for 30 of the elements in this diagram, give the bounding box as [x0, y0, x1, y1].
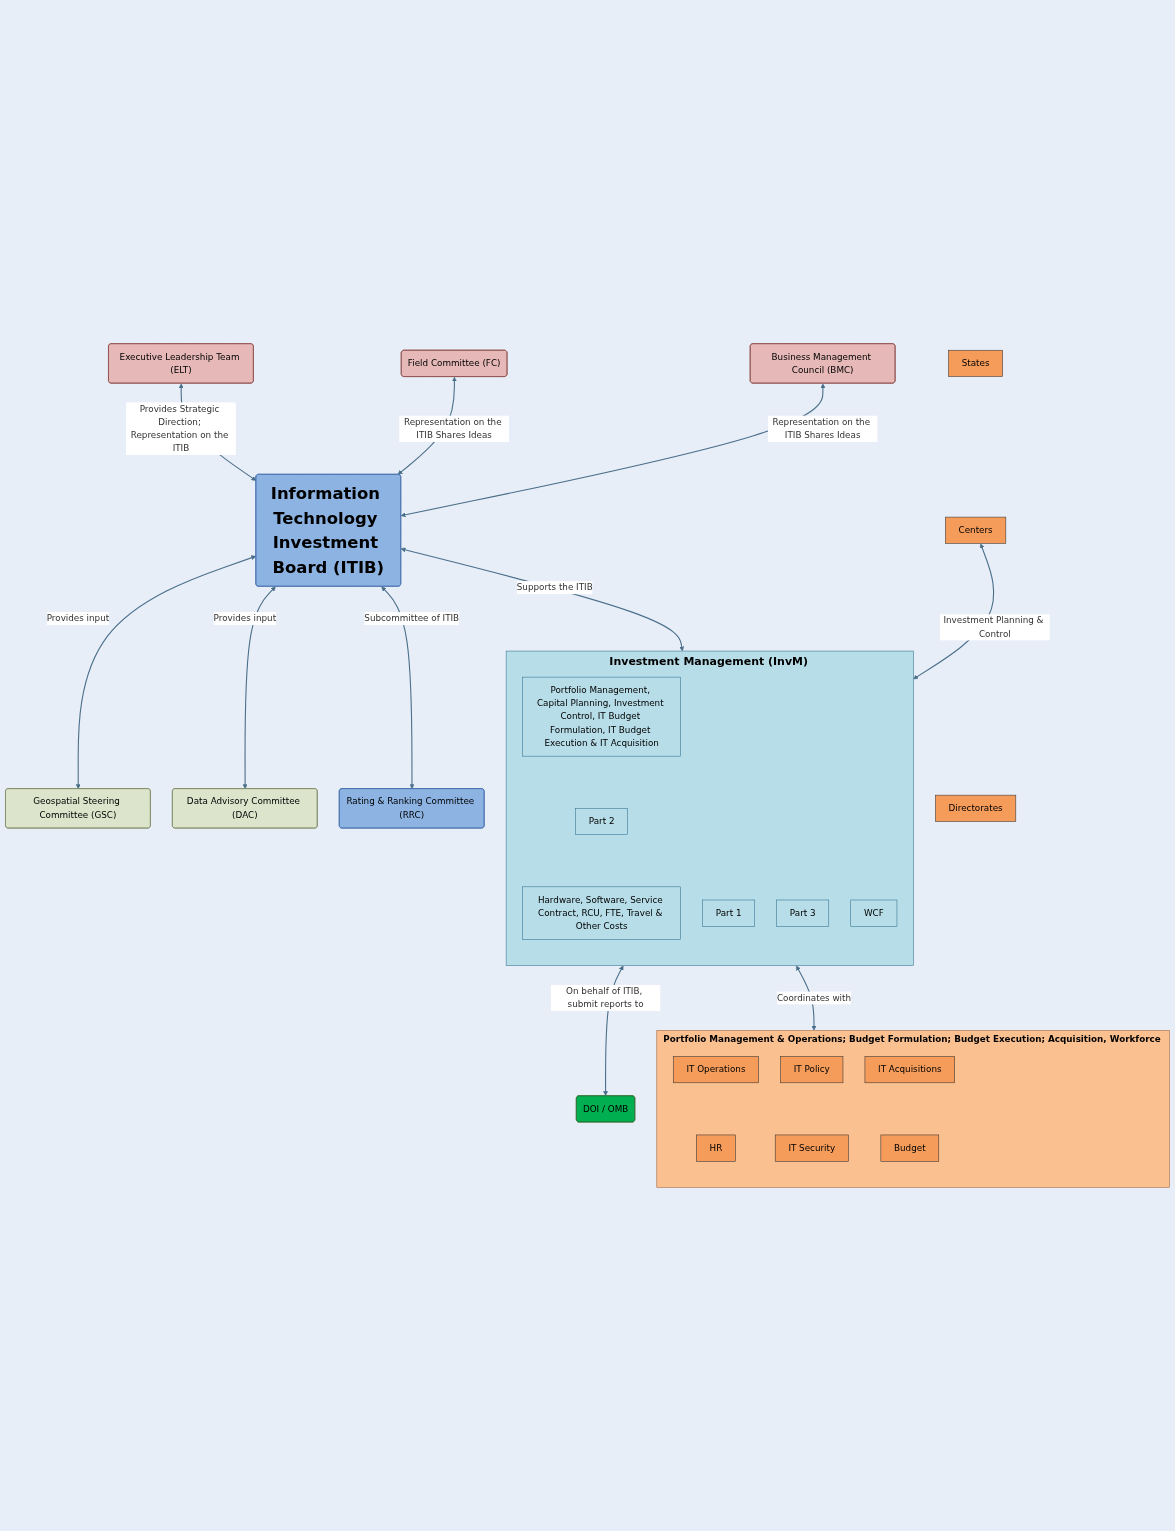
edge-label: Subcommittee of ITIB [364, 613, 460, 624]
arrow [400, 547, 685, 652]
arrow [400, 383, 826, 518]
node-box: Part 1 [702, 899, 755, 927]
node-box: WCF [850, 899, 898, 927]
edge-label: On behalf of ITIB, submit reports to [566, 985, 644, 1010]
node-box: States [948, 349, 1003, 377]
node-box: Directorates [935, 794, 1017, 822]
edge-label: Supports the ITIB [516, 582, 593, 593]
node-box: IT Operations [672, 1056, 759, 1084]
node-box: Centers [945, 516, 1007, 544]
edge-label: Provides input [213, 613, 277, 624]
edge-label: Provides Strategic Direction; Representation on the ITIB [130, 403, 229, 454]
edge-label: Provides input [46, 613, 110, 624]
node-box: HR [696, 1134, 736, 1162]
node-box: IT Policy [780, 1056, 844, 1084]
edge-label: Coordinates with [776, 992, 852, 1003]
arrow [242, 586, 276, 790]
node-box: IT Acquisitions [864, 1056, 955, 1084]
node-box: Part 2 [575, 808, 628, 835]
node-box: Hardware, Software, Service Contract, RCU, FTE, Travel & Other Costs [522, 886, 681, 940]
node-box: Budget [880, 1134, 940, 1162]
edge-label: Investment Planning & Control [943, 615, 1044, 639]
arrow [75, 555, 257, 790]
node-box: IT Security [774, 1134, 849, 1162]
node-box: Part 3 [776, 899, 830, 927]
node-box: Portfolio Management, Capital Planning, Investment Control, IT Budget Formulation, IT Budget Execution & IT Acquisition [522, 676, 681, 757]
edge-label: Representation on the ITIB Shares Ideas [403, 416, 502, 441]
arrow [381, 586, 415, 790]
edge-label: Representation on the ITIB Shares Ideas [772, 416, 871, 441]
